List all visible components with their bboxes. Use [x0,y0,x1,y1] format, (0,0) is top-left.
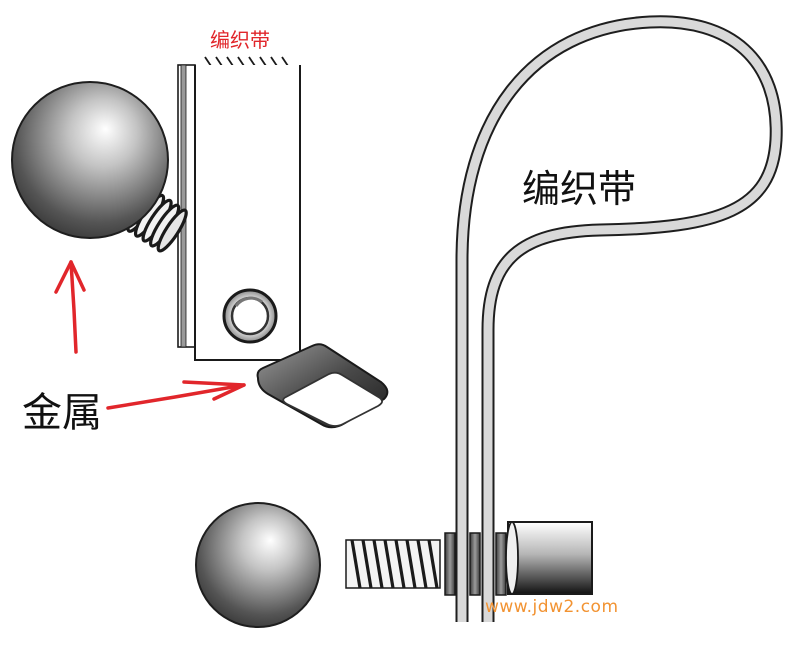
screw-thread-bottom [345,539,441,589]
metal-ball-bottom [195,502,321,628]
metal-ball-top [11,81,169,239]
strap-board-side [177,64,196,348]
strap-label-right: 编织带 [522,167,636,211]
strap-label-top: 编织带 [210,28,270,52]
washers [444,532,507,596]
metal-label: 金属 [22,390,102,436]
red-arrow-up [54,260,86,354]
watermark-text: www.jdw2.com [485,597,619,617]
strap-board-face [194,65,301,361]
cylinder-nut [505,521,593,595]
strap-hole-ring [222,288,278,344]
cut-hatch-marks [204,56,291,70]
diamond-metal-nut [256,343,389,429]
red-arrow-right [106,380,246,410]
woven-strap-loop [455,15,783,622]
